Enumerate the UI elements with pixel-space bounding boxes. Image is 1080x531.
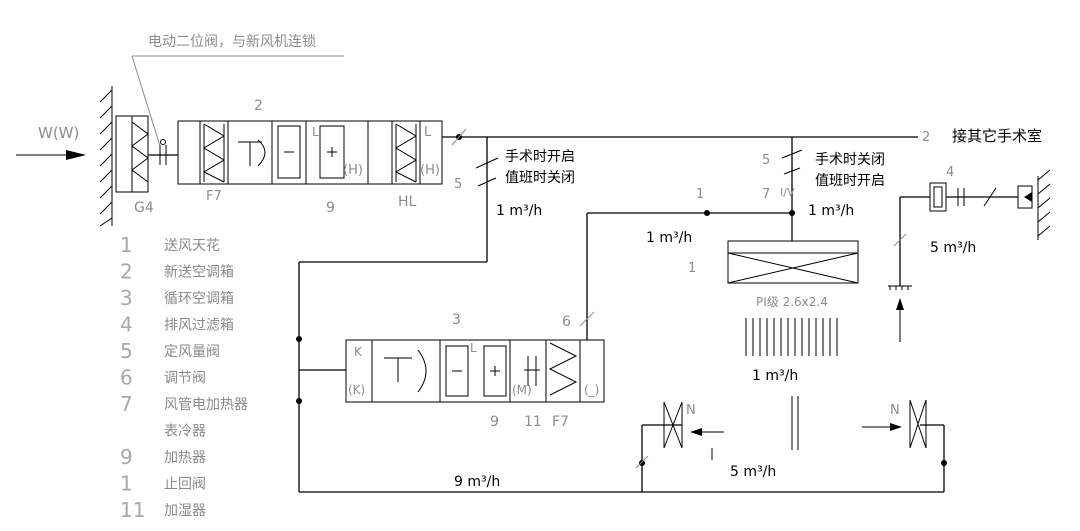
ahu3-number: 3 xyxy=(452,312,461,328)
return-grille-left xyxy=(663,401,683,449)
n1b-label: 1 xyxy=(688,261,696,276)
flow4: 5 m³/h xyxy=(930,240,976,256)
n2-label: 2 xyxy=(922,130,930,145)
left-wall xyxy=(99,86,113,227)
n-left: N xyxy=(686,403,696,418)
legend-number: 7 xyxy=(120,392,133,416)
surgery-close: 手术时关闭 xyxy=(815,152,885,168)
duty-close: 值班时关闭 xyxy=(505,170,575,186)
flow7: 9 m³/h xyxy=(454,474,500,490)
exhaust-check-valve xyxy=(1017,185,1033,209)
ahu2-hum: (H) xyxy=(420,163,440,178)
legend-number: 4 xyxy=(120,313,133,337)
ahu2-l2: L xyxy=(424,125,432,140)
legend-text: 循环空调箱 xyxy=(164,291,234,307)
diffuser-label: PI级 2.6x2.4 xyxy=(756,295,828,309)
ahu3-n9: 9 xyxy=(490,414,499,430)
inlet-label: W(W) xyxy=(38,124,79,142)
ahu2-l1: L xyxy=(312,125,319,139)
exhaust-filter-box xyxy=(929,182,947,212)
cav-valve-right xyxy=(781,149,803,175)
other-rooms: 接其它手术室 xyxy=(952,127,1042,145)
inlet-arrow-head xyxy=(66,150,86,160)
ahu3-k: K xyxy=(354,345,363,359)
return-grille-right xyxy=(909,399,927,449)
junction-6 xyxy=(639,460,645,466)
fresh-air-ahu xyxy=(177,120,443,185)
legend-text: 调节阀 xyxy=(164,371,206,387)
legend-number: 6 xyxy=(120,366,133,390)
legend-text: 表冷器 xyxy=(164,424,206,440)
flow6: 5 m³/h xyxy=(730,464,776,480)
legend-number: 3 xyxy=(120,286,133,310)
flow1: 1 m³/h xyxy=(496,203,542,219)
n5a-label: 5 xyxy=(454,177,462,192)
hl-label: HL xyxy=(398,194,417,210)
ahu3-end: (_) xyxy=(584,383,599,397)
legend-number: 1 xyxy=(120,472,133,496)
two-position-valve xyxy=(159,139,167,165)
legend-text: 定风量阀 xyxy=(164,344,220,360)
legend-text: 风管电加热器 xyxy=(164,397,248,413)
junction-3 xyxy=(296,398,302,404)
n4-label: 4 xyxy=(946,165,954,180)
legend-text: 送风天花 xyxy=(164,238,220,254)
exhaust-valve xyxy=(957,187,997,207)
flow2: 1 m³/h xyxy=(646,230,692,246)
legend-number: 1 xyxy=(120,233,133,257)
legend-number: 9 xyxy=(120,445,133,469)
valve-note: 电动二位阀，与新风机连锁 xyxy=(148,34,316,50)
ahu3-m: (M) xyxy=(512,383,532,397)
g4-label: G4 xyxy=(134,200,154,216)
duct-heater-icon: I/V xyxy=(780,186,795,199)
duty-open: 值班时开启 xyxy=(815,173,885,189)
ahu2-heater: (H) xyxy=(343,163,363,178)
recirc-ahu xyxy=(345,339,605,403)
legend-text: 止回阀 xyxy=(164,477,206,493)
legend-text: 加湿器 xyxy=(164,503,206,519)
airflow-lines xyxy=(745,318,838,356)
flow3: 1 m³/h xyxy=(808,203,854,219)
right-wall xyxy=(1037,169,1051,240)
legend: 1 送风天花 2 新送空调箱 3 循环空调箱 4 排风过滤箱 5 定风量阀 6 调节阀 7 风管电加热器表… xyxy=(120,233,248,522)
n1a-label: 1 xyxy=(696,187,704,202)
n6-label: 6 xyxy=(562,314,571,330)
legend-text: 新送空调箱 xyxy=(164,265,234,281)
ahu3-l: L xyxy=(470,341,477,355)
ahu2-bottom-9: 9 xyxy=(326,200,335,216)
junction-7 xyxy=(941,460,947,466)
g4-filter xyxy=(115,115,149,193)
ahu3-n11: 11 xyxy=(524,414,542,430)
legend-text: 加热器 xyxy=(164,450,206,466)
legend-number: 2 xyxy=(120,260,133,284)
note-leader xyxy=(131,55,161,147)
f7-label-2: F7 xyxy=(552,414,569,430)
n7-label: 7 xyxy=(762,187,770,202)
f7-label: F7 xyxy=(206,189,222,204)
flow5: 1 m³/h xyxy=(752,368,798,384)
n5b-label: 5 xyxy=(762,153,770,168)
cav-valve-left xyxy=(475,157,499,187)
junction-4 xyxy=(704,210,710,216)
junction-5 xyxy=(789,210,795,216)
legend-text: 排风过滤箱 xyxy=(164,318,234,334)
surgery-open: 手术时开启 xyxy=(505,149,575,165)
ahu2-number: 2 xyxy=(254,98,263,114)
legend-number: 5 xyxy=(120,339,133,363)
supply-ceiling-box xyxy=(727,240,859,284)
legend-number: 11 xyxy=(120,498,145,522)
junction-2 xyxy=(296,336,302,342)
ahu3-k2: (K) xyxy=(348,383,365,397)
n-right: N xyxy=(890,403,900,418)
